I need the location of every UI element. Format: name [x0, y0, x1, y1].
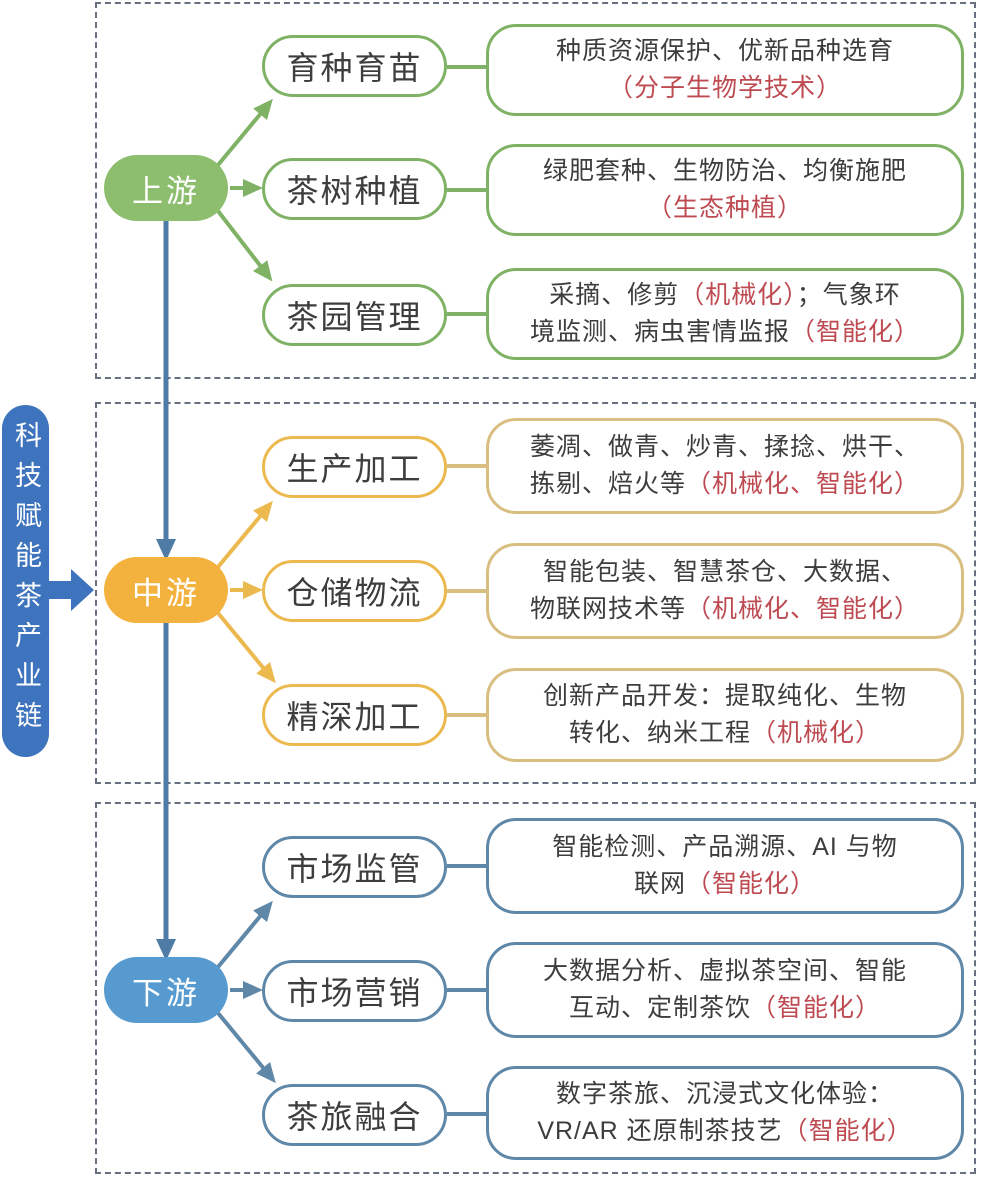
title-arrow-icon [49, 569, 94, 611]
midstream-section-frame [95, 402, 976, 784]
branch-label: 茶园管理 [286, 299, 423, 335]
chain-title-pill: 科技赋能茶产业链 [2, 405, 49, 757]
branch-detail-text: 创新产品开发：提取纯化、生物转化、纳米工程（机械化） [542, 682, 907, 747]
branch-detail-text: 数字茶旅、沉浸式文化体验：VR/AR 还原制茶技艺（智能化） [537, 1080, 913, 1145]
branch-detail-text: 种质资源保护、优新品种选育（分子生物学技术） [555, 37, 894, 102]
branch-node: 茶园管理 [262, 284, 447, 346]
branch-label: 市场监管 [286, 851, 423, 887]
branch-detail-box: 智能检测、产品溯源、AI 与物联网（智能化） [486, 818, 964, 914]
branch-detail-box: 创新产品开发：提取纯化、生物转化、纳米工程（机械化） [486, 668, 964, 762]
branch-label: 茶树种植 [286, 173, 423, 209]
downstream-node: 下游 [104, 957, 228, 1023]
branch-label: 生产加工 [286, 451, 423, 487]
downstream-section-frame [95, 802, 976, 1174]
branch-detail-text: 智能包装、智慧茶仓、大数据、物联网技术等（机械化、智能化） [529, 558, 921, 623]
branch-node: 茶旅融合 [262, 1084, 447, 1146]
branch-node: 市场监管 [262, 836, 447, 898]
branch-label: 仓储物流 [286, 575, 423, 611]
branch-detail-box: 智能包装、智慧茶仓、大数据、物联网技术等（机械化、智能化） [486, 543, 964, 639]
branch-node: 仓储物流 [262, 560, 447, 622]
branch-node: 育种育苗 [262, 35, 447, 97]
midstream-node: 中游 [104, 557, 228, 623]
upstream-node: 上游 [104, 155, 228, 221]
branch-label: 茶旅融合 [286, 1099, 423, 1135]
branch-detail-text: 智能检测、产品溯源、AI 与物联网（智能化） [552, 833, 898, 898]
branch-detail-box: 绿肥套种、生物防治、均衡施肥（生态种植） [486, 144, 964, 236]
branch-node: 生产加工 [262, 436, 447, 498]
branch-label: 精深加工 [286, 699, 423, 735]
branch-node: 茶树种植 [262, 158, 447, 220]
upstream-section-frame [95, 2, 976, 379]
branch-detail-box: 数字茶旅、沉浸式文化体验：VR/AR 还原制茶技艺（智能化） [486, 1066, 964, 1160]
branch-detail-box: 大数据分析、虚拟茶空间、智能互动、定制茶饮（智能化） [486, 942, 964, 1038]
branch-label: 育种育苗 [286, 50, 423, 86]
chain-title: 科技赋能茶产业链 [11, 421, 41, 741]
branch-detail-text: 绿肥套种、生物防治、均衡施肥（生态种植） [542, 157, 907, 222]
branch-detail-box: 种质资源保护、优新品种选育（分子生物学技术） [486, 24, 964, 116]
downstream-node-label: 下游 [132, 975, 200, 1011]
branch-node: 精深加工 [262, 684, 447, 746]
branch-label: 市场营销 [286, 975, 423, 1011]
branch-node: 市场营销 [262, 960, 447, 1022]
upstream-node-label: 上游 [132, 173, 200, 209]
branch-detail-box: 采摘、修剪（机械化）；气象环境监测、病虫害情监报（智能化） [486, 268, 964, 360]
branch-detail-text: 大数据分析、虚拟茶空间、智能互动、定制茶饮（智能化） [542, 957, 907, 1022]
branch-detail-text: 萎凋、做青、炒青、揉捻、烘干、拣剔、焙火等（机械化、智能化） [529, 433, 921, 498]
branch-detail-box: 萎凋、做青、炒青、揉捻、烘干、拣剔、焙火等（机械化、智能化） [486, 418, 964, 514]
midstream-node-label: 中游 [132, 575, 200, 611]
branch-detail-text: 采摘、修剪（机械化）；气象环境监测、病虫害情监报（智能化） [529, 281, 921, 346]
